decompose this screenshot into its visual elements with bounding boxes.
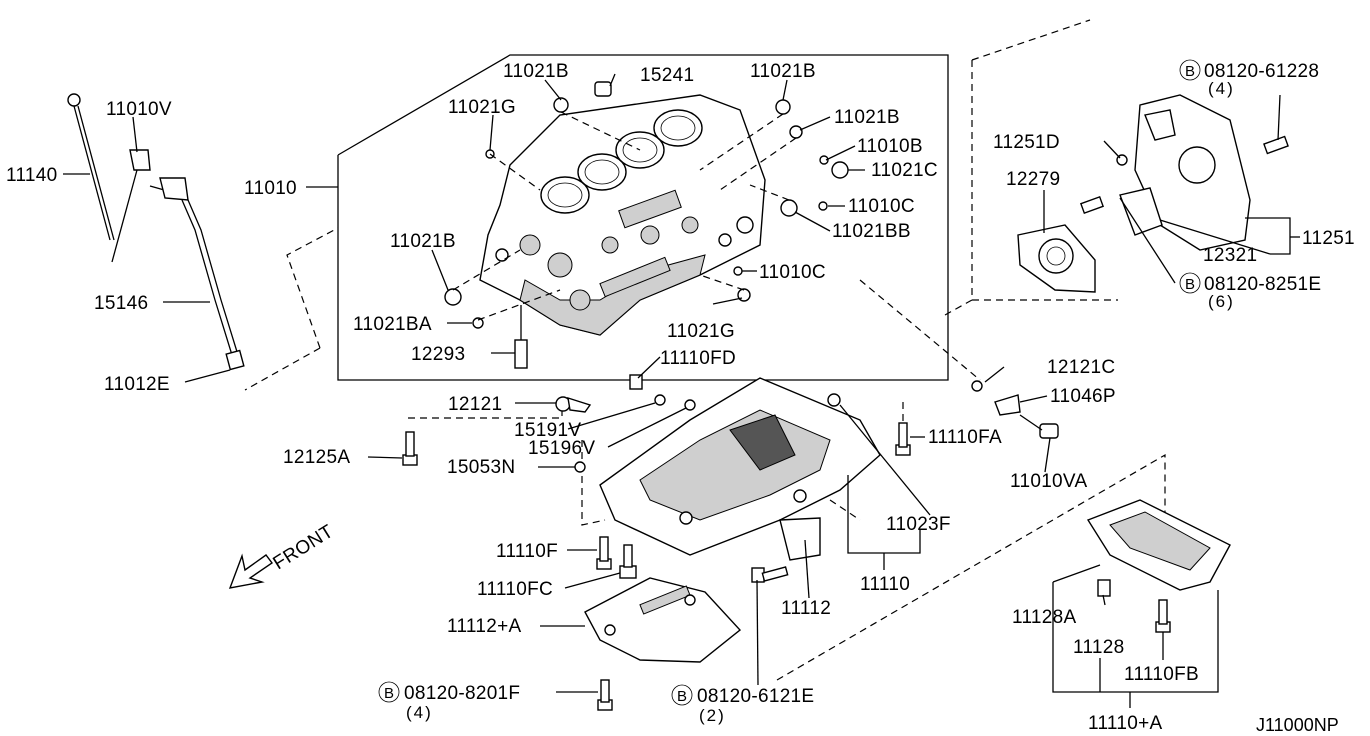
front-arrow: FRONT [228, 521, 338, 589]
bolt-ref-qty: (6) [1208, 292, 1235, 311]
label-11110: 11110 [860, 574, 910, 595]
label-12121: 12121 [448, 394, 502, 415]
bolt-11110FC [619, 544, 637, 579]
bolt-11110FA [895, 422, 911, 456]
label-11110FA: 11110FA [928, 427, 1002, 448]
label-11021BB: 11021BB [832, 221, 911, 242]
part-labels: 11140 11010V 15146 11012E 11010 11021B 1… [6, 61, 1355, 734]
bolt-08120-6121E [751, 566, 789, 583]
b-circle-icon [671, 684, 693, 706]
bolt-ref-code: 08120-8201F [404, 683, 520, 704]
oil-pan-small-parts [555, 374, 1059, 473]
lower-oil-pan [1086, 499, 1231, 591]
label-12121C: 12121C [1047, 357, 1115, 378]
label-11112: 11112 [781, 598, 831, 619]
bolt-ref-code: 08120-6121E [697, 686, 814, 707]
diagram-code: J11000NP [1256, 715, 1339, 735]
label-15241: 15241 [640, 65, 694, 86]
label-11251: 11251 [1302, 228, 1355, 249]
bolt-ref-qty: (4) [1208, 79, 1235, 98]
bolt-08120-8201F [597, 679, 613, 711]
label-11021B-left: 11021B [390, 231, 456, 252]
label-11021C: 11021C [871, 160, 938, 181]
label-11128A: 11128A [1012, 607, 1077, 628]
label-15053N: 15053N [447, 457, 515, 478]
bolt-12125A [402, 431, 418, 466]
block-dashed-guides [452, 111, 797, 321]
bolt-11110FB [1155, 599, 1171, 633]
label-11110A: 11110+A [1088, 713, 1162, 734]
label-12125A: 12125A [283, 447, 350, 468]
label-11021G-top: 11021G [448, 97, 516, 118]
bolts [402, 422, 1171, 711]
b-symbol: B [1185, 276, 1195, 293]
label-11010: 11010 [244, 178, 297, 199]
b-symbol: B [677, 688, 687, 705]
label-11251D: 11251D [993, 132, 1060, 153]
label-11112A: 11112+A [447, 616, 521, 637]
b-symbol: B [384, 685, 394, 702]
label-11010C-lower: 11010C [759, 262, 826, 283]
bolt-ref-08120-6121E: B 08120-6121E (2) [671, 684, 814, 725]
bolt-ref-08120-61228: B 08120-61228 (4) [1179, 59, 1319, 98]
leader-lines [63, 73, 1300, 708]
label-11110FC: 11110FC [477, 579, 553, 600]
label-11110FD: 11110FD [660, 348, 736, 369]
label-11010B: 11010B [857, 136, 923, 157]
bolt-ref-qty: (4) [406, 703, 433, 722]
b-circle-icon [1179, 59, 1201, 81]
label-11110FB: 11110FB [1124, 664, 1199, 685]
bolt-ref-08120-8201F: B 08120-8201F (4) [378, 681, 520, 722]
label-11021B-mid: 11021B [834, 107, 900, 128]
plug-11128 [1097, 579, 1111, 597]
block-plugs [444, 81, 849, 369]
label-11021B-right: 11021B [750, 61, 816, 82]
dipstick-assembly [67, 93, 245, 371]
oil-pan-group [584, 377, 881, 663]
label-15191V: 15191V [514, 420, 581, 441]
label-11023F: 11023F [886, 514, 951, 535]
bolt-ref-code: 08120-8251E [1204, 274, 1321, 295]
label-11010C-upper: 11010C [848, 196, 915, 217]
label-15196V: 15196V [528, 438, 595, 459]
cylinder-block-illustration [479, 94, 766, 336]
bolt-ref-qty: (2) [699, 706, 726, 725]
label-12279: 12279 [1006, 169, 1060, 190]
bolt-11110F [596, 536, 612, 570]
rear-plate-group [944, 19, 1289, 316]
label-11046P: 11046P [1050, 386, 1116, 407]
label-11110F: 11110F [496, 541, 558, 562]
bolt-ref-code: 08120-61228 [1204, 61, 1319, 82]
label-15146: 15146 [94, 293, 148, 314]
label-11010V: 11010V [106, 99, 172, 120]
bolt-ref-08120-8251E: B 08120-8251E (6) [1179, 272, 1321, 311]
label-12321: 12321 [1203, 245, 1257, 266]
b-symbol: B [1185, 63, 1195, 80]
label-12293: 12293 [411, 344, 465, 365]
label-11021BA: 11021BA [353, 314, 432, 335]
label-11128: 11128 [1073, 637, 1125, 658]
block-group-frame [244, 54, 949, 391]
front-label: FRONT [270, 521, 338, 574]
b-circle-icon [1179, 272, 1201, 294]
b-circle-icon [378, 681, 400, 703]
label-11012E: 11012E [104, 374, 170, 395]
label-11021B-top: 11021B [503, 61, 569, 82]
label-11021G-bottom: 11021G [667, 321, 735, 342]
label-11010VA: 11010VA [1010, 471, 1087, 492]
label-11140: 11140 [6, 165, 58, 186]
